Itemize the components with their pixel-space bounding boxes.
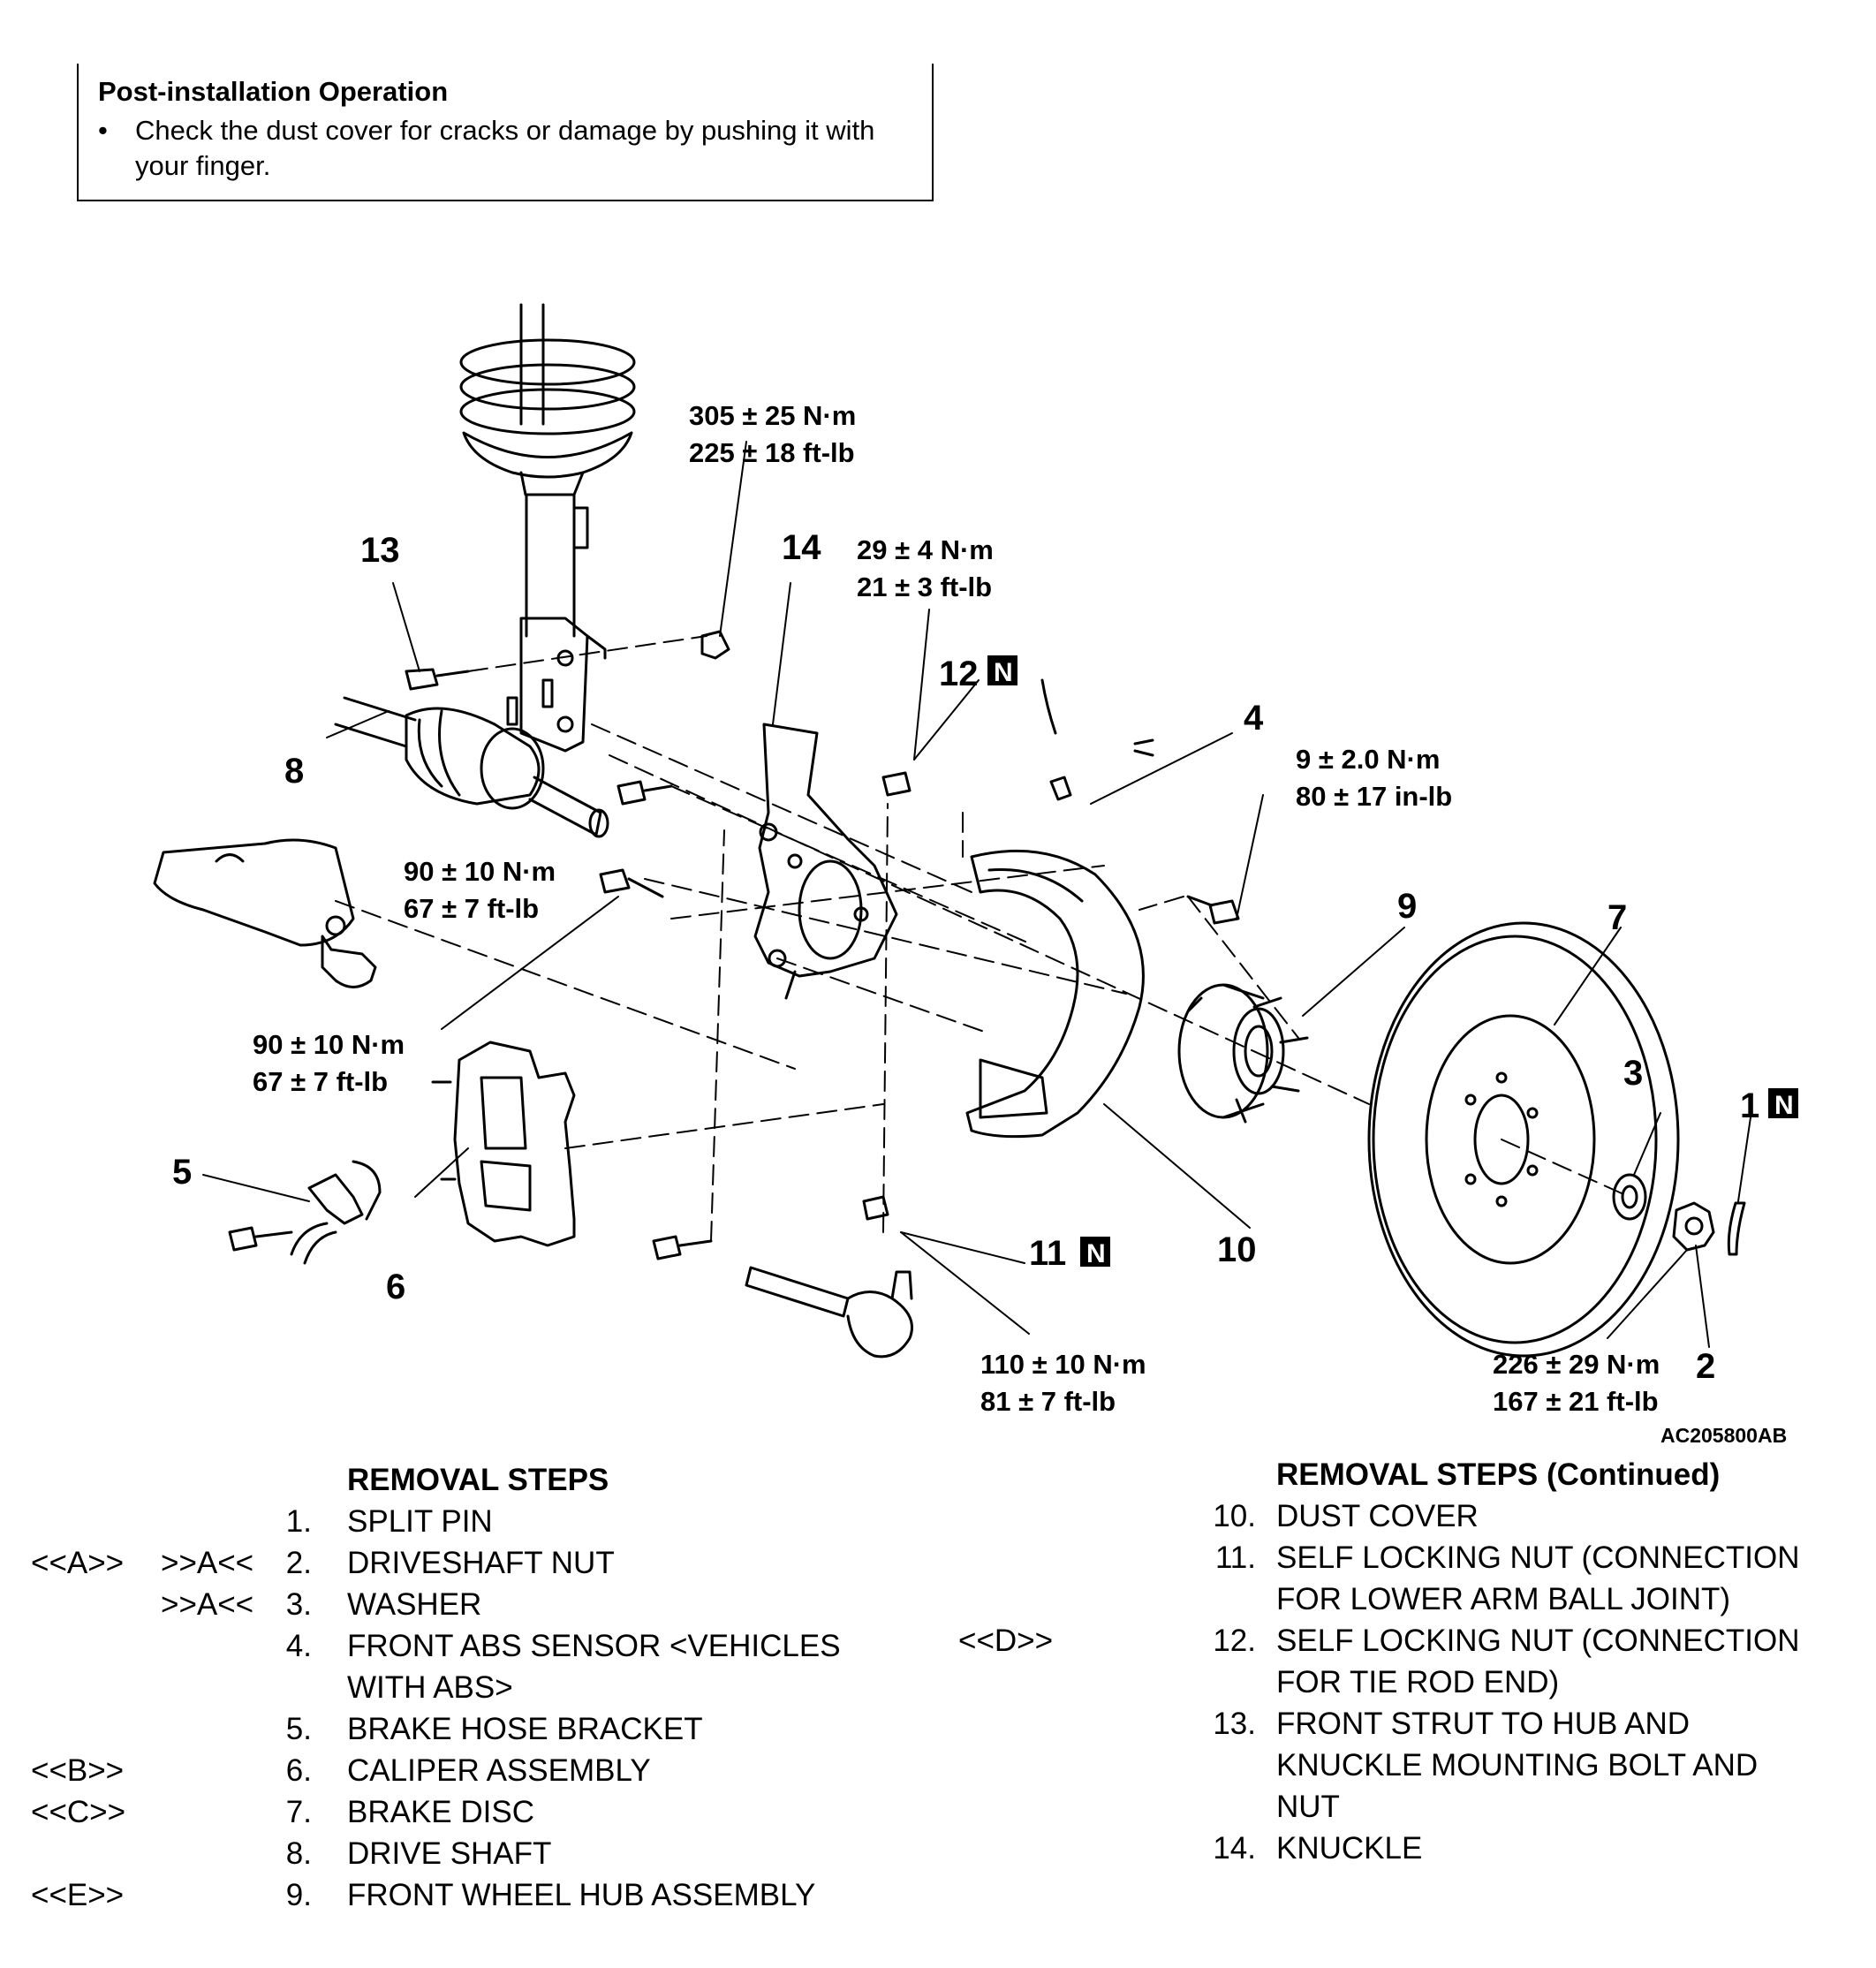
brake-disc — [1367, 921, 1680, 1358]
step-number: 11. — [1214, 1540, 1256, 1575]
callout-3: 3 — [1623, 1054, 1643, 1093]
step-number: 13. — [1213, 1707, 1256, 1741]
step-tag: >>A<< — [161, 1546, 254, 1580]
step-label: KNUCKLE — [1276, 1831, 1423, 1866]
step-tag: <<E>> — [31, 1878, 125, 1912]
n-mark-1: N — [1774, 1091, 1794, 1120]
callout-8: 8 — [284, 752, 304, 791]
step-tag: <<A>> — [31, 1546, 125, 1580]
strut-assembly — [459, 303, 636, 753]
torque-nut11-ft: 81 ± 7 ft-lb — [980, 1386, 1116, 1417]
step-number: 6. — [285, 1753, 312, 1788]
tie-rod-end — [745, 1266, 913, 1359]
torque-strut-nm: 305 ± 25 N·m — [689, 400, 856, 431]
callout-14: 14 — [782, 528, 821, 567]
step-label: FOR TIE ROD END) — [1276, 1665, 1560, 1699]
torque-strut-ft: 225 ± 18 ft-lb — [689, 437, 855, 468]
step-tag: <<D>> — [958, 1624, 1054, 1658]
bolts — [228, 630, 1240, 1260]
step-number: 10. — [1213, 1499, 1256, 1533]
step-number: 4. — [285, 1629, 312, 1663]
callout-6: 6 — [386, 1268, 405, 1306]
step-label: WITH ABS> — [347, 1670, 513, 1705]
step-label: SELF LOCKING NUT (CONNECTION — [1276, 1624, 1800, 1658]
torque-abs-nm: 9 ± 2.0 N·m — [1296, 744, 1440, 775]
driveshaft-nut — [1672, 1201, 1715, 1252]
n-mark-11: N — [1086, 1239, 1106, 1268]
post-installation-note: Post-installation Operation • Check the … — [77, 64, 934, 201]
knuckle — [753, 723, 898, 1000]
step-label: DRIVESHAFT NUT — [347, 1546, 615, 1580]
step-number: 9. — [285, 1878, 312, 1912]
torque-nut12-nm: 29 ± 4 N·m — [857, 534, 994, 565]
step-label: SELF LOCKING NUT (CONNECTION — [1276, 1540, 1800, 1575]
callout-7: 7 — [1607, 898, 1627, 937]
callout-4: 4 — [1244, 699, 1264, 738]
assembly-lines — [335, 635, 1630, 1242]
torque-nut11-nm: 110 ± 10 N·m — [980, 1349, 1146, 1380]
step-label: DUST COVER — [1276, 1499, 1479, 1533]
step-label: DRIVE SHAFT — [347, 1836, 552, 1871]
step-number: 12. — [1213, 1624, 1256, 1658]
step-number: 5. — [285, 1712, 312, 1746]
callout-2: 2 — [1696, 1347, 1715, 1386]
bullet-dot: • — [98, 115, 108, 146]
step-label: KNUCKLE MOUNTING BOLT AND — [1276, 1748, 1759, 1783]
removal-steps-continued-title: REMOVAL STEPS (Continued) — [1276, 1457, 1721, 1492]
torque-upper-nm: 90 ± 10 N·m — [404, 856, 556, 887]
removal-steps-title: REMOVAL STEPS — [347, 1463, 609, 1497]
exploded-diagram: 13 14 12 4 9 7 8 3 1 5 10 11 6 2 N N N 3… — [153, 303, 1798, 1447]
figure-id: AC205800AB — [1660, 1424, 1787, 1447]
step-label: WASHER — [347, 1587, 482, 1622]
step-label: BRAKE DISC — [347, 1795, 534, 1829]
step-number: 14. — [1213, 1831, 1256, 1866]
step-number: 2. — [285, 1546, 312, 1580]
torque-shaftnut-nm: 226 ± 29 N·m — [1493, 1349, 1660, 1380]
step-label: SPLIT PIN — [347, 1504, 493, 1539]
callout-11: 11 — [1029, 1234, 1066, 1273]
torque-abs-in: 80 ± 17 in-lb — [1296, 781, 1452, 812]
caliper — [431, 1041, 576, 1247]
dust-cover — [965, 849, 1145, 1139]
callout-5: 5 — [172, 1153, 192, 1192]
n-mark-12: N — [994, 658, 1013, 687]
brake-hose-bracket — [290, 1160, 382, 1265]
step-number: 8. — [285, 1836, 312, 1871]
torque-shaftnut-ft: 167 ± 21 ft-lb — [1493, 1386, 1659, 1417]
step-label: FRONT WHEEL HUB ASSEMBLY — [347, 1878, 816, 1912]
note-title: Post-installation Operation — [98, 76, 449, 107]
step-number: 1. — [285, 1504, 312, 1539]
callout-13: 13 — [360, 531, 400, 570]
torque-upper-ft: 67 ± 7 ft-lb — [404, 893, 539, 924]
split-pin — [1727, 1201, 1746, 1256]
step-tag: <<B>> — [31, 1753, 125, 1788]
callout-1: 1 — [1740, 1086, 1759, 1125]
step-number: 7. — [285, 1795, 312, 1829]
torque-lower-nm: 90 ± 10 N·m — [253, 1029, 405, 1060]
step-label: FOR LOWER ARM BALL JOINT) — [1276, 1582, 1731, 1616]
step-label: CALIPER ASSEMBLY — [347, 1753, 651, 1788]
step-label: FRONT STRUT TO HUB AND — [1276, 1707, 1691, 1741]
washer — [1612, 1173, 1647, 1221]
step-number: 3. — [285, 1587, 312, 1622]
torque-lower-ft: 67 ± 7 ft-lb — [253, 1066, 388, 1097]
lower-arm — [153, 838, 377, 988]
callout-10: 10 — [1217, 1230, 1257, 1269]
step-tag: <<C>> — [31, 1795, 126, 1829]
hub-assembly — [1177, 983, 1309, 1124]
callout-12: 12 — [939, 655, 979, 693]
callout-9: 9 — [1397, 887, 1417, 926]
step-label: BRAKE HOSE BRACKET — [347, 1712, 703, 1746]
n-marks: N N N — [987, 655, 1798, 1268]
torque-nut12-ft: 21 ± 3 ft-lb — [857, 571, 992, 602]
note-bullet-text: Check the dust cover for cracks or damag… — [135, 115, 875, 181]
step-label: NUT — [1276, 1790, 1340, 1824]
leader-lines — [202, 441, 1751, 1348]
step-tag: >>A<< — [161, 1587, 254, 1622]
note-bullet: • Check the dust cover for cracks or dam… — [98, 113, 911, 184]
step-label: FRONT ABS SENSOR <VEHICLES — [347, 1629, 841, 1663]
